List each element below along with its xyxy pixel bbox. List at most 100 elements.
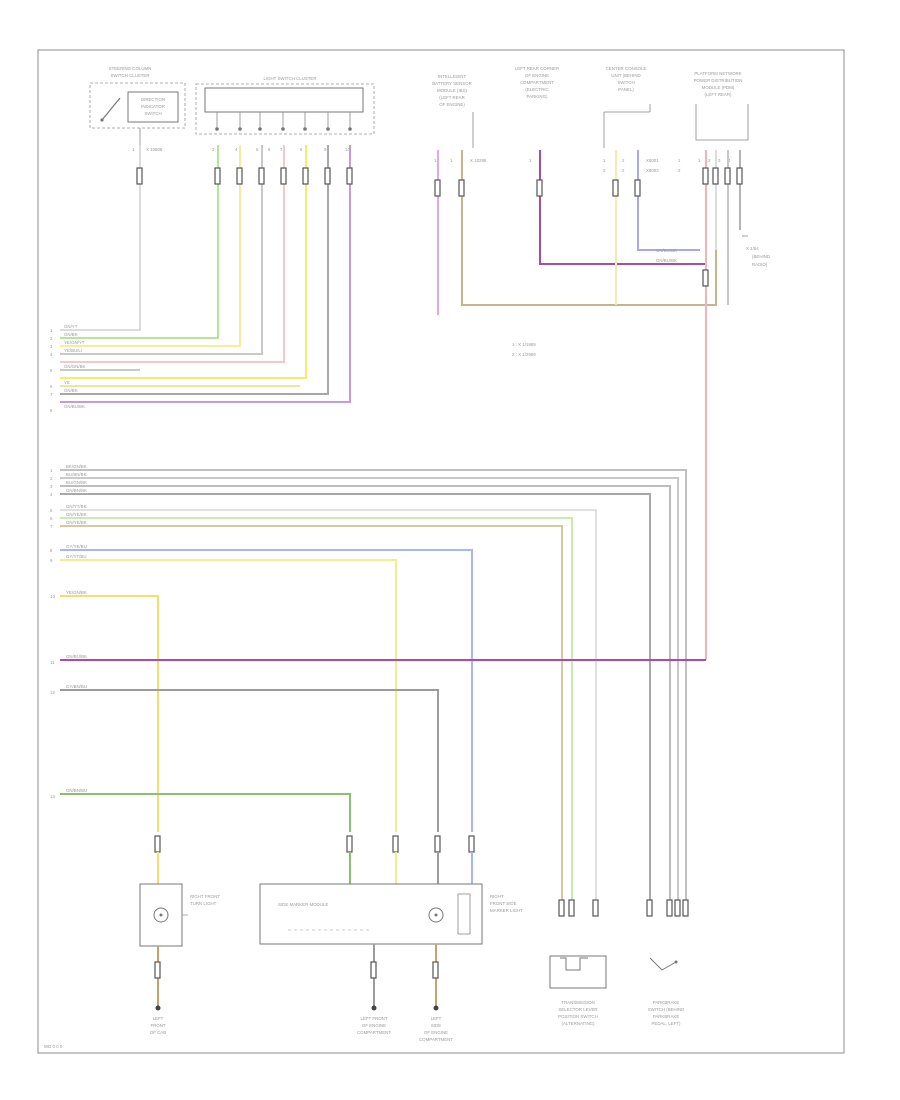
top-right-connectors — [434, 167, 743, 287]
bus-label: BU/GN/BK — [66, 480, 87, 485]
bus-label: BK/GN/BK — [66, 464, 87, 469]
selector-caption-line: SELECTOR LEVER — [558, 1007, 597, 1012]
svg-text:1: 1 — [132, 147, 135, 152]
diagram-frame — [37, 49, 845, 1054]
module-pin: 6 — [268, 147, 271, 152]
bus-label: GN/BN/BK — [66, 488, 87, 493]
ground-caption-line: OF CAB — [150, 1030, 166, 1035]
svg-text:1: 1 — [603, 158, 606, 163]
ground-caption-line: LEFT — [153, 1016, 164, 1021]
module-pin: 7 — [280, 147, 283, 152]
wire-pin: 8 — [50, 408, 53, 413]
middle-wires — [60, 469, 706, 900]
blue-wire-label: GY/YE/BU — [66, 544, 87, 549]
selector-caption-line: POSITION SWITCH — [558, 1014, 598, 1019]
blue-wire-pin: 9 — [50, 558, 53, 563]
top-left-wire-labels: GN/YT GN/BK YE/GN/YT YE/BU/LI GN/GN/BK Y… — [50, 324, 86, 413]
switch-pin-label: X 10808 — [146, 147, 163, 152]
module-pin: 3 — [212, 147, 215, 152]
wire-label: GN/BK — [64, 332, 78, 337]
svg-text:2: 2 — [678, 168, 681, 173]
ground-caption-line: OF ENGINE — [424, 1030, 448, 1035]
ibs-caption-line: OF ENGINE) — [439, 102, 465, 107]
bus-pin: 2 — [50, 476, 53, 481]
right-note-line: RADIO) — [752, 262, 768, 267]
left-rear-caption-line: (ELECTRIC — [525, 87, 548, 92]
parkbrake-caption-line: PARKBRAKE — [653, 1014, 680, 1019]
svg-text:1: 1 — [434, 158, 437, 163]
transmission-selector-switch: TRANSMISSION SELECTOR LEVER POSITION SWI… — [549, 955, 607, 1026]
switch-inner-line-3: SWITCH — [144, 111, 161, 116]
wire-label: YE/GN/YT — [64, 340, 85, 345]
svg-text:3: 3 — [718, 158, 721, 163]
wire-label: GN/BK — [64, 388, 78, 393]
top-right-wires — [437, 150, 741, 660]
bus-label: GN/YE/BK — [66, 520, 87, 525]
left-rear-caption-line: LEFT REAR CORNER — [515, 66, 559, 71]
ibs-caption-line: (LEFT REAR — [439, 95, 465, 100]
front-side-marker-caption-line: RIGHT — [490, 894, 504, 899]
wire-label: GN/BU/BK — [64, 404, 85, 409]
bus-pin: 4 — [50, 492, 53, 497]
ground-caption-line: LEFT FRONT — [361, 1016, 388, 1021]
blue-wire-pin: 8 — [50, 548, 53, 553]
center-console-caption-line: UNIT (BEHIND — [611, 73, 640, 78]
ground-caption-line: FRONT — [150, 1023, 165, 1028]
module-pin: 8 — [300, 147, 303, 152]
svg-text:2: 2 — [708, 158, 711, 163]
pdm-caption-line: (LEFT REAR) — [705, 92, 733, 97]
parkbrake-switch: PARKBRAKE SWITCH (BEHIND PARKBRAKE PEDAL… — [648, 957, 684, 1026]
bottom-connectors — [154, 835, 689, 917]
blue-wire-label: GY/YT/BU — [66, 554, 87, 559]
pdm-caption-line: PLATFORM NETWORK — [694, 71, 741, 76]
center-console-caption-line: CENTER CONSOLE — [606, 66, 647, 71]
left-rear-caption-line: OF ENGINE — [525, 73, 549, 78]
front-side-marker-caption-line: MARKER LIGHT — [490, 908, 523, 913]
wire-pin: 4 — [50, 352, 53, 357]
side-marker-module: SIDE MARKER MODULE RIGHT FRONT SIDE MARK… — [259, 852, 523, 1011]
steering-column-switch: STEERING COLUMN SWITCH CLUSTER DIRECTION… — [89, 66, 186, 152]
ground-caption-line: SIDE — [431, 1023, 441, 1028]
side-marker-module-label: SIDE MARKER MODULE — [278, 902, 328, 907]
ground-caption-line: COMPARTMENT — [357, 1030, 391, 1035]
wire-label: GN/YT — [64, 324, 78, 329]
footer-code: WD 0 0 0 — [44, 1044, 63, 1049]
wire-pin: 5 — [50, 368, 53, 373]
bus-label: BU/BN/BK — [66, 472, 87, 477]
bus-label: GN/YE/BK — [66, 512, 87, 517]
center-console-caption-line: SWITCH — [617, 80, 634, 85]
ground-caption-line: OF ENGINE — [362, 1023, 386, 1028]
svg-text:1: 1 — [529, 158, 532, 163]
light-switch-cluster: LIGHT SWITCH CLUSTER 3 4 5 6 7 8 9 10 — [195, 76, 375, 152]
ibs-caption-line: MODULE (IBS) — [437, 88, 468, 93]
pdm-caption-line: MODULE (PDM) — [702, 85, 735, 90]
green-wire-pin: 13 — [50, 794, 55, 799]
wire-pin: 6 — [50, 384, 53, 389]
legend-line: 2 : X 1/2969 — [512, 352, 536, 357]
selector-caption-line: (ALTERNATING) — [561, 1021, 595, 1026]
bus-pin: 1 — [50, 468, 53, 473]
connector-label: X8001 — [646, 158, 659, 163]
ibs-caption-line: INTELLIGENT — [438, 74, 467, 79]
top-right-brackets — [472, 104, 749, 148]
switch-inner-line-1: DIRECTION — [141, 97, 165, 102]
svg-text:SWITCH CLUSTER: SWITCH CLUSTER — [110, 73, 149, 78]
svg-text:1: 1 — [698, 158, 701, 163]
connector-label: X 10295 — [470, 158, 487, 163]
bus-pin: 6 — [50, 516, 53, 521]
parkbrake-caption-line: PEDAL, LEFT) — [651, 1021, 681, 1026]
svg-text:1: 1 — [450, 158, 453, 163]
light-switch-cluster-caption: LIGHT SWITCH CLUSTER — [263, 76, 316, 81]
module-pin: 5 — [256, 147, 259, 152]
wire-label: GN/BU/BK — [656, 248, 677, 253]
svg-text:2: 2 — [603, 168, 606, 173]
switch-caption-line-1: STEERING COLUMN — [109, 66, 152, 71]
gray-wire-pin: 12 — [50, 690, 55, 695]
bus-label: GN/YT/BK — [66, 504, 87, 509]
top-left-connectors — [136, 167, 353, 185]
magenta-wire-pin: 11 — [50, 660, 55, 665]
parkbrake-caption-line: PARKBRAKE — [653, 1000, 680, 1005]
bus-pin: 7 — [50, 524, 53, 529]
top-right-captions: INTELLIGENT BATTERY SENSOR MODULE (IBS) … — [432, 66, 742, 107]
